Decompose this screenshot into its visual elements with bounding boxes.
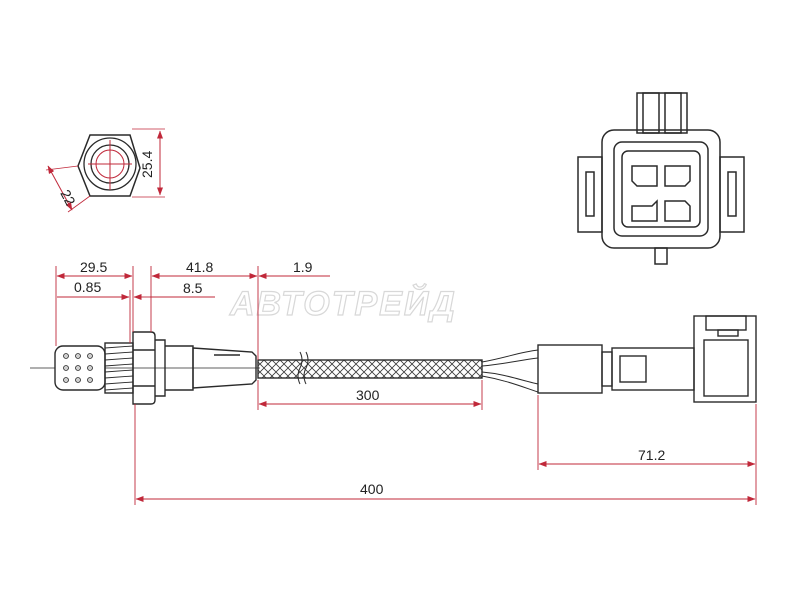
dim-label-41-8: 41.8: [186, 259, 213, 275]
loose-wires: [481, 349, 539, 393]
sensor-side-view: [30, 315, 757, 405]
connector-pin-2: [664, 165, 691, 187]
braided-cable: [257, 359, 483, 379]
dim-label-25-4: 25.4: [139, 151, 155, 178]
connector-end-view: [577, 92, 745, 265]
dim-label-300: 300: [356, 387, 380, 403]
dim-label-29-5: 29.5: [80, 259, 107, 275]
dim-label-0-85: 0.85: [74, 279, 101, 295]
dimensions: [55, 266, 757, 505]
dimension-labels: 29.5 0.85 41.8 1.9 8.5 300 71.2 400: [74, 259, 665, 497]
connector-pin-1: [631, 165, 658, 187]
wire-boot: [537, 344, 603, 394]
dim-label-1-9: 1.9: [293, 259, 313, 275]
connector-side: [693, 315, 757, 403]
connector-housing: [601, 129, 721, 249]
nut-end-view: 25.4 22: [45, 128, 165, 213]
dim-line-22: [47, 165, 73, 211]
dim-label-8-5: 8.5: [183, 280, 203, 296]
connector-pin-3: [631, 199, 658, 222]
dim-label-22: 22: [57, 187, 79, 208]
dim-label-400: 400: [360, 481, 384, 497]
dim-label-71-2: 71.2: [638, 447, 665, 463]
watermark: АВТОТРЕЙД: [229, 284, 457, 323]
hex-nut-outline: [77, 134, 141, 197]
sensor-hex-body: [132, 331, 156, 405]
connector-pin-4: [664, 200, 691, 222]
